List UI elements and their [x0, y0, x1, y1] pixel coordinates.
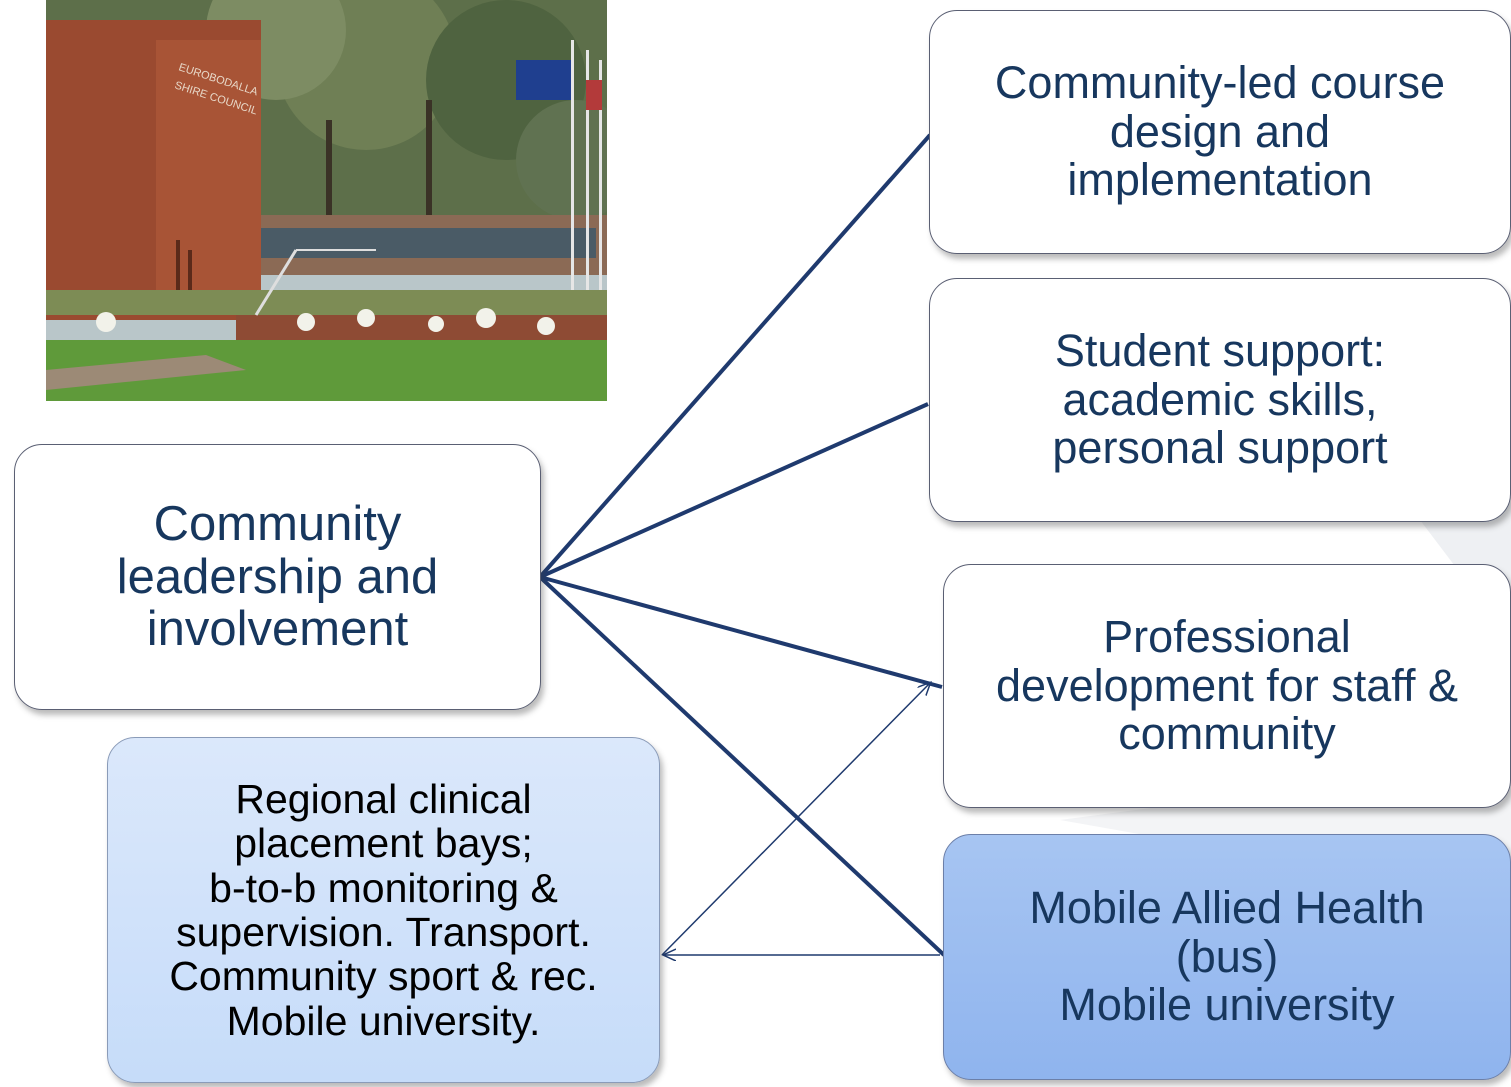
- student-support-box: Student support: academic skills, person…: [929, 278, 1511, 522]
- community-leadership-label: Community leadership and involvement: [116, 496, 439, 657]
- connector-to-mobile-allied-health: [538, 575, 946, 957]
- mobile-allied-health-label: Mobile Allied Health (bus) Mobile univer…: [1029, 882, 1425, 1031]
- community-leadership-box: Community leadership and involvement: [14, 444, 541, 710]
- professional-development-label: Professional development for staff & com…: [996, 611, 1458, 760]
- mobile-allied-health-box: Mobile Allied Health (bus) Mobile univer…: [943, 834, 1511, 1080]
- professional-development-box: Professional development for staff & com…: [943, 564, 1511, 808]
- regional-clinical-label: Regional clinical placement bays; b-to-b…: [169, 776, 598, 1044]
- course-design-box: Community-led course design and implemen…: [929, 10, 1511, 254]
- course-design-label: Community-led course design and implemen…: [994, 57, 1446, 206]
- connector-to-professional-development: [539, 575, 943, 689]
- connector-to-course-design: [538, 133, 932, 579]
- student-support-label: Student support: academic skills, person…: [1052, 325, 1388, 474]
- council-building-photo: EUROBODALLA SHIRE COUNCIL: [46, 0, 607, 401]
- connector-to-student-support: [539, 402, 929, 579]
- arrow-to-professional-development: [661, 683, 930, 956]
- regional-clinical-box: Regional clinical placement bays; b-to-b…: [107, 737, 660, 1083]
